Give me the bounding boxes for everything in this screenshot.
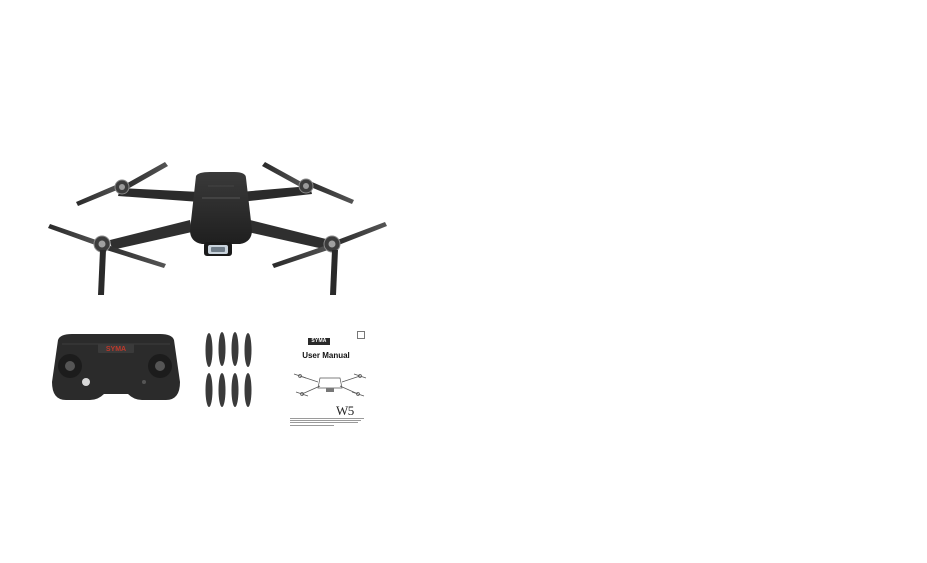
manual-title: User Manual [302,351,350,360]
qr-code-icon [357,331,365,339]
power-button [82,378,90,386]
manual-brand-logo: SYMA [308,338,330,345]
remote-brand-logo: SYMA [106,346,126,353]
propeller-front-right [272,222,387,268]
propeller-front-left [48,224,166,268]
manual-corner-mark [366,326,369,329]
spare-propellers-image [205,332,252,407]
user-manual-image: SYMA User Manual W5 [280,322,372,442]
manual-drone-illustration [293,373,367,397]
manual-model-name: W5 [336,403,354,418]
manual-fine-print [290,418,364,428]
remote-controller-image: SYMA [52,334,180,400]
drone-image [48,162,387,295]
drone-camera [204,242,232,256]
left-stick [65,361,75,371]
right-stick [155,361,165,371]
propeller-rear-right [262,162,354,204]
propeller-rear-left [76,162,168,206]
